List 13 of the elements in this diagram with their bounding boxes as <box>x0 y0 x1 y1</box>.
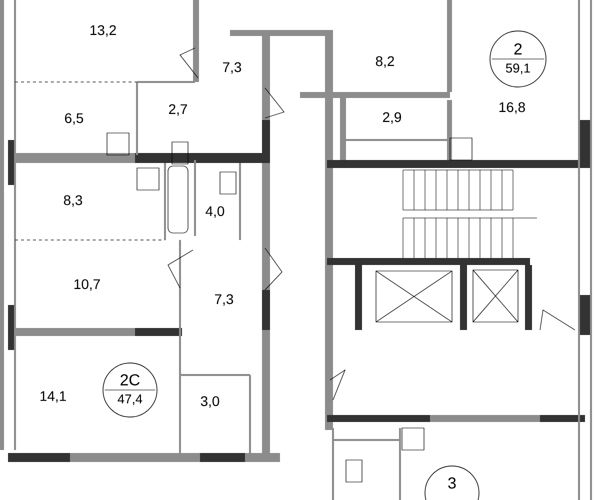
room-area: 4,0 <box>206 206 224 218</box>
room-area: 10,7 <box>74 279 100 291</box>
room-area: 13,2 <box>90 25 116 37</box>
room-area: 6,5 <box>65 113 84 125</box>
room-area: 16,8 <box>500 102 525 114</box>
room-area: 14,1 <box>40 391 66 403</box>
room-area: 8,2 <box>376 56 394 68</box>
room-area: 2,7 <box>169 104 187 116</box>
room-area: 7,3 <box>215 294 234 306</box>
room-area: 8,3 <box>64 195 82 207</box>
room-area: 2,9 <box>383 112 402 124</box>
room-area: 3,0 <box>200 396 220 408</box>
room-area: 7,3 <box>223 62 242 74</box>
